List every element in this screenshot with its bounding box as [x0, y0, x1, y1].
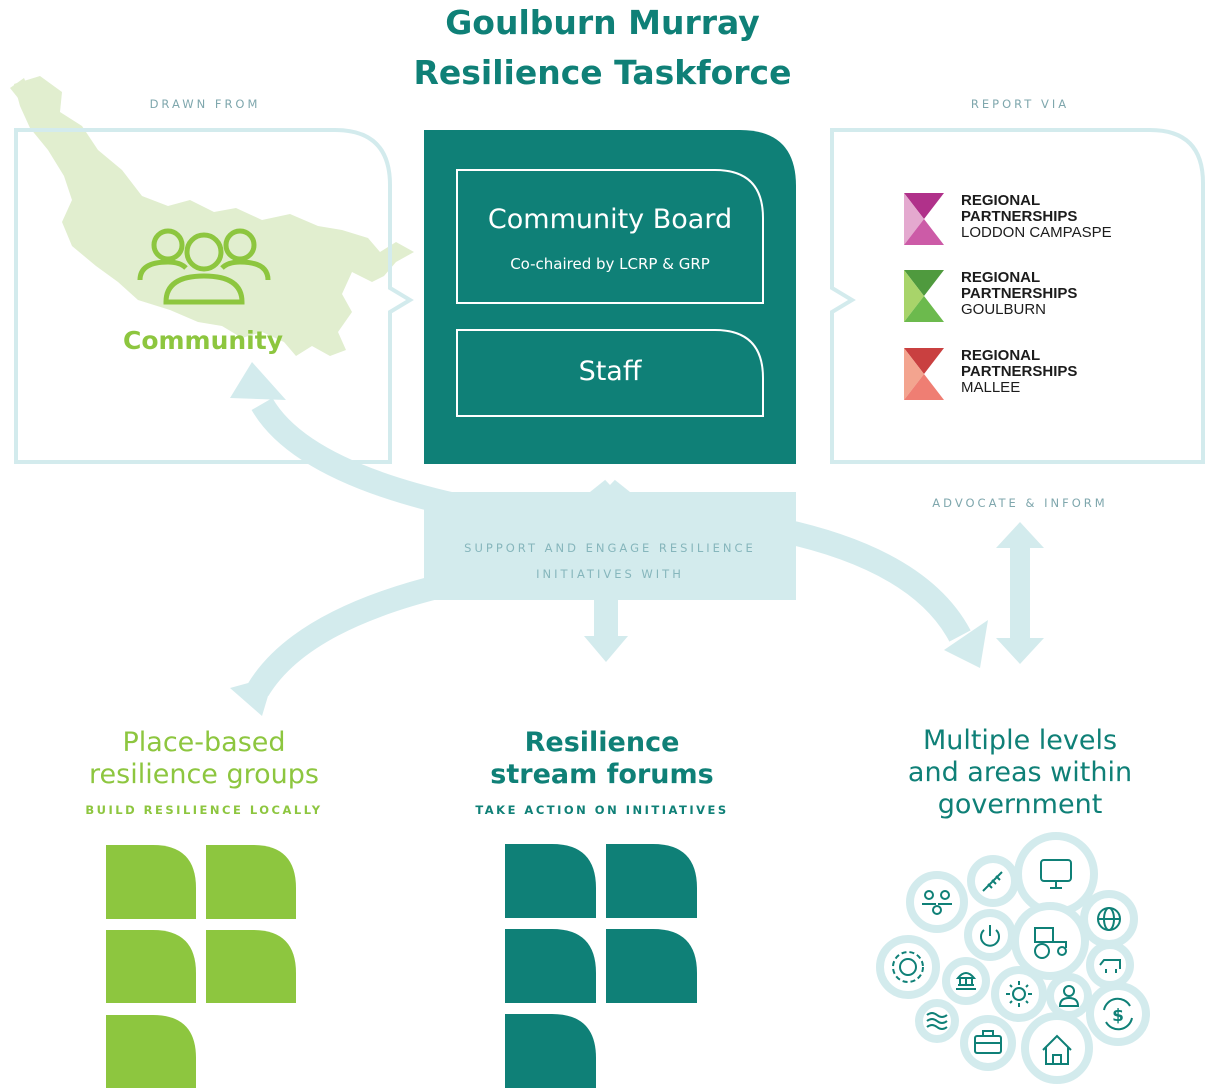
- power-icon: [980, 925, 1000, 947]
- community-board-title: Community Board: [487, 204, 733, 235]
- people-icon: [922, 890, 952, 915]
- person-icon: [1058, 985, 1080, 1007]
- loddon-campaspe-logo: [904, 193, 944, 245]
- drawn-from-frame: [14, 128, 414, 464]
- taskforce-box: [424, 130, 796, 464]
- community-label: Community: [122, 326, 284, 355]
- cow-icon: [1099, 959, 1121, 973]
- water-icon: [926, 1012, 948, 1030]
- stream-forum-blocks: [505, 844, 697, 1088]
- wheat-icon: [982, 871, 1003, 892]
- svg-text:$: $: [1112, 1006, 1124, 1026]
- gear-icon: [892, 951, 924, 983]
- page-title-line1: Goulburn Murray: [445, 3, 760, 42]
- arrow-to-government: [777, 518, 971, 642]
- staff-label: Staff: [578, 356, 642, 387]
- drawn-from-label: DRAWN FROM: [149, 97, 261, 111]
- monitor-icon: [1040, 859, 1072, 889]
- goulburn-logo: [904, 270, 944, 322]
- briefcase-icon: [974, 1030, 1002, 1054]
- advocate-inform-label: ADVOCATE & INFORM: [932, 496, 1108, 510]
- arrow-to-community: [251, 397, 458, 517]
- community-board-box: [456, 169, 764, 304]
- place-based-blocks: [106, 845, 296, 1088]
- community-board-subtitle: Co-chaired by LCRP & GRP: [510, 255, 710, 273]
- stream-forums-subtitle: TAKE ACTION ON INITIATIVES: [475, 803, 729, 817]
- house-icon: [1042, 1034, 1072, 1065]
- report-via-frame: [830, 128, 1205, 464]
- page-title-line2: Resilience Taskforce: [413, 53, 792, 92]
- report-via-label: REPORT VIA: [970, 97, 1070, 111]
- mallee-logo: [904, 348, 944, 400]
- staff-box: [456, 329, 764, 417]
- dollar-cycle-icon: $: [1103, 997, 1133, 1031]
- capitol-icon: [955, 972, 977, 990]
- place-based-subtitle: BUILD RESILIENCE LOCALLY: [85, 803, 323, 817]
- sun-icon: [1006, 981, 1032, 1007]
- people-group-icon: [137, 228, 271, 305]
- arrow-to-place-based: [247, 573, 448, 697]
- regional-map: [14, 76, 414, 356]
- globe-icon: [1097, 907, 1121, 931]
- support-box: [424, 492, 796, 600]
- tractor-icon: [1034, 927, 1067, 959]
